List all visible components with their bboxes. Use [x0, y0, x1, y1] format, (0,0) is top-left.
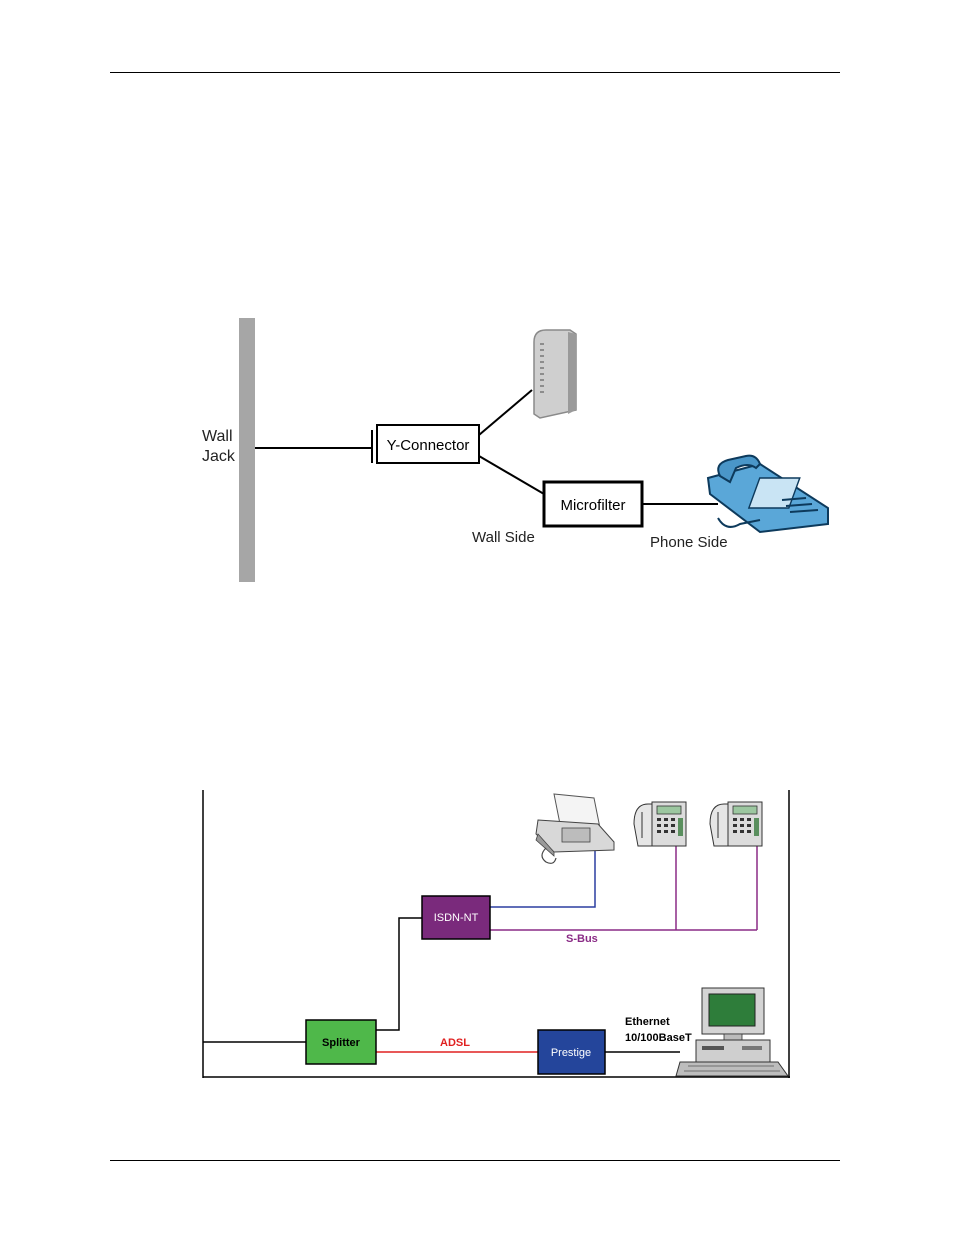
footer-rule: [110, 1160, 840, 1161]
phone-side-label: Phone Side: [650, 534, 728, 551]
microfilter-label: Microfilter: [560, 497, 625, 514]
isdn-telephone-icon: [710, 802, 762, 846]
s-bus-label: S-Bus: [566, 933, 598, 945]
wall-bar: [239, 318, 255, 582]
adsl-label: ADSL: [440, 1037, 470, 1049]
splitter-label: Splitter: [322, 1037, 361, 1049]
header-rule: [110, 72, 840, 73]
ethernet-speed-label: 10/100BaseT: [625, 1032, 692, 1044]
y-connector-label: Y-Connector: [387, 437, 470, 454]
ethernet-label: Ethernet: [625, 1016, 670, 1028]
isdn-telephone-icon: [634, 802, 686, 846]
modem-icon: [534, 330, 576, 418]
wall-side-label: Wall Side: [472, 529, 535, 546]
isdn-nt-label: ISDN-NT: [434, 912, 479, 924]
prestige-label: Prestige: [551, 1047, 591, 1059]
figure-splitter-diagram: Splitter ISDN-NT Prestige ADSL S-Bus Eth…: [202, 790, 792, 1080]
splitter-diagram-svg: Splitter ISDN-NT Prestige ADSL S-Bus Eth…: [202, 790, 792, 1080]
